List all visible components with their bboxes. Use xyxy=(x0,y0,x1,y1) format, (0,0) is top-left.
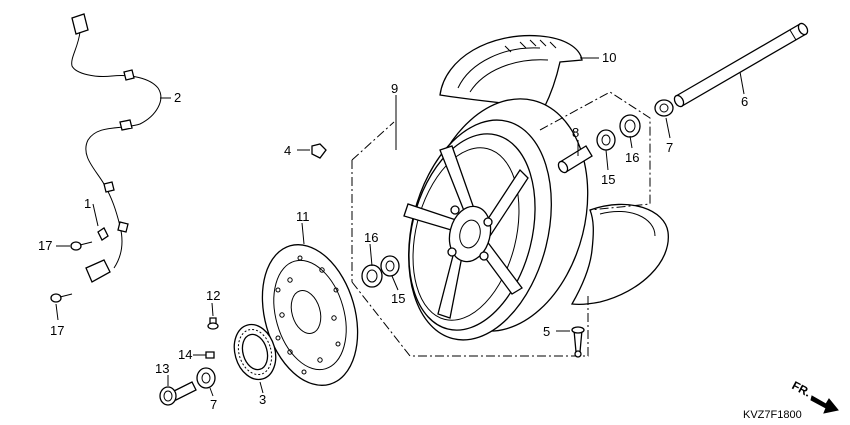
tire xyxy=(439,34,669,306)
callout-17-lower: 17 xyxy=(50,323,64,338)
callout-6: 6 xyxy=(741,94,748,109)
front-arrow-icon xyxy=(810,395,839,414)
callout-11: 11 xyxy=(296,209,310,224)
bolt-17-lower xyxy=(50,293,73,303)
bearing-16-left xyxy=(361,264,383,288)
callout-15-right: 15 xyxy=(601,172,615,187)
callout-2: 2 xyxy=(174,90,181,105)
callout-13: 13 xyxy=(155,361,169,376)
leader-lines xyxy=(55,57,745,397)
callout-4: 4 xyxy=(284,143,291,158)
axle xyxy=(673,22,809,108)
callout-3: 3 xyxy=(259,392,266,407)
sensor-cable xyxy=(71,13,162,283)
collar-left xyxy=(196,367,216,389)
callout-7-left: 7 xyxy=(210,397,217,412)
bearing-16-right xyxy=(619,114,641,138)
callout-14: 14 xyxy=(178,347,192,362)
front-direction-indicator: FR. xyxy=(790,378,839,414)
callout-1: 1 xyxy=(84,196,91,211)
brake-disk xyxy=(261,244,359,386)
wheel xyxy=(403,98,589,341)
callout-16-right: 16 xyxy=(625,150,639,165)
diagram-code: KVZ7F1800 xyxy=(743,409,802,421)
callout-7-right: 7 xyxy=(666,140,673,155)
callout-17-upper: 17 xyxy=(38,238,52,253)
clip xyxy=(311,143,327,159)
bearing-15-right xyxy=(596,129,616,151)
callout-10: 10 xyxy=(602,50,616,65)
collar-right xyxy=(654,99,674,117)
bolt-13 xyxy=(159,381,197,406)
distance-collar xyxy=(557,145,593,174)
callout-8: 8 xyxy=(572,125,579,140)
callout-9: 9 xyxy=(391,81,398,96)
bolt-12 xyxy=(207,317,219,330)
bearing-15-left xyxy=(380,255,400,277)
front-direction-label: FR. xyxy=(790,378,814,399)
callout-16-left: 16 xyxy=(364,230,378,245)
callout-15-left: 15 xyxy=(391,291,405,306)
screw-14 xyxy=(205,351,215,359)
valve xyxy=(571,326,585,358)
bolt-17-upper xyxy=(70,241,93,251)
callout-5: 5 xyxy=(543,324,550,339)
pulser-ring xyxy=(233,323,277,381)
callout-12: 12 xyxy=(206,288,220,303)
callouts: 1 2 3 4 5 6 7 7 8 9 10 11 12 13 14 15 15… xyxy=(38,50,748,412)
